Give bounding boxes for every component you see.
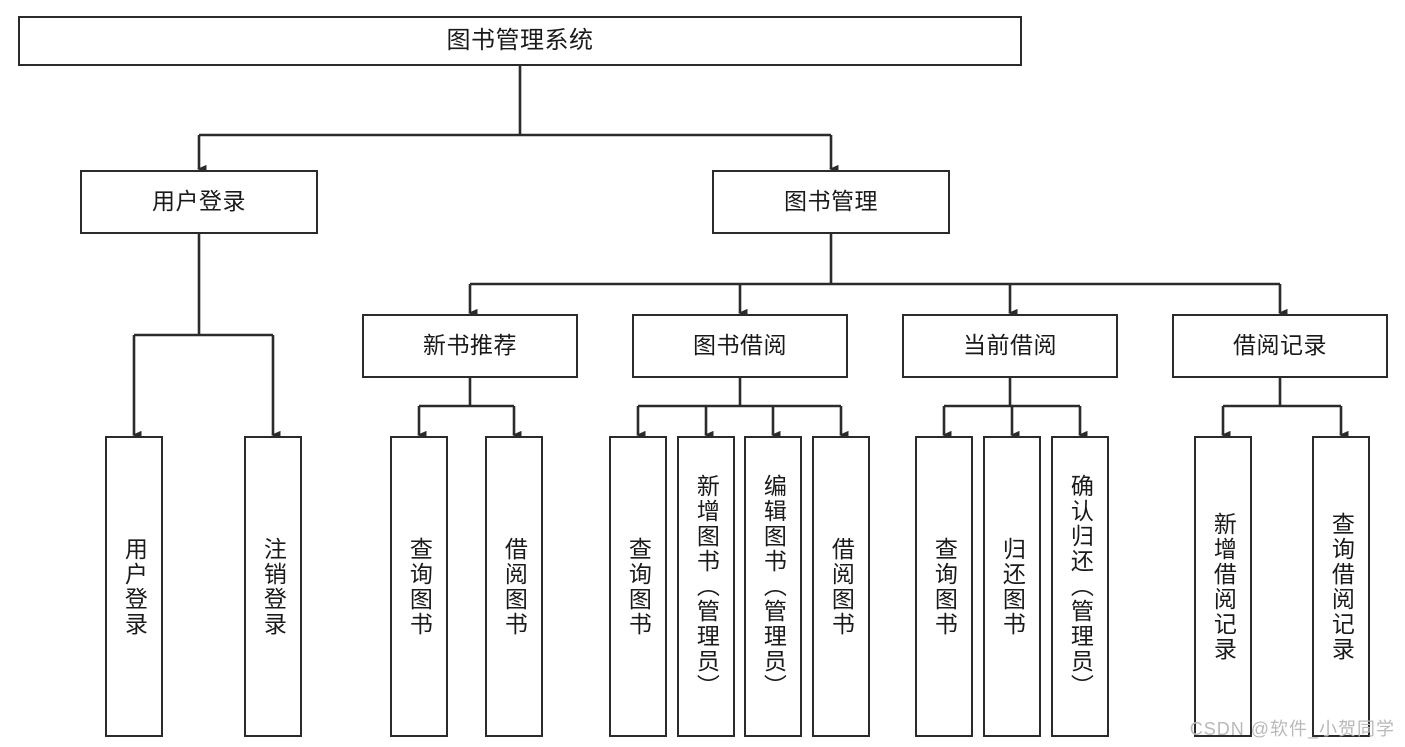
csdn-watermark: CSDN @软件_小贺同学 xyxy=(1189,719,1395,739)
node-leaf-borrow-book-2[interactable]: 借阅图书 xyxy=(812,436,870,737)
node-current-borrow[interactable]: 当前借阅 xyxy=(902,314,1118,378)
node-leaf-query-record-label: 查询借阅记录 xyxy=(1328,511,1355,662)
node-leaf-add-book[interactable]: 新增图书（管理员） xyxy=(677,436,735,737)
node-user-login-label: 用户登录 xyxy=(152,188,246,215)
node-leaf-borrow-book-1[interactable]: 借阅图书 xyxy=(485,436,543,737)
node-book-manage[interactable]: 图书管理 xyxy=(712,170,950,234)
node-root[interactable]: 图书管理系统 xyxy=(18,16,1022,66)
node-leaf-edit-book-label: 编辑图书（管理员） xyxy=(760,474,787,699)
node-leaf-add-record-label: 新增借阅记录 xyxy=(1210,511,1237,662)
node-leaf-logout[interactable]: 注销登录 xyxy=(244,436,302,737)
node-leaf-edit-book[interactable]: 编辑图书（管理员） xyxy=(744,436,802,737)
node-leaf-query-book-3-label: 查询图书 xyxy=(931,536,958,637)
node-book-manage-label: 图书管理 xyxy=(784,188,878,215)
node-leaf-query-book-1[interactable]: 查询图书 xyxy=(390,436,448,737)
node-new-book-recommend[interactable]: 新书推荐 xyxy=(362,314,578,378)
node-book-borrow[interactable]: 图书借阅 xyxy=(632,314,848,378)
node-leaf-return-book-label: 归还图书 xyxy=(999,536,1026,637)
node-leaf-query-book-2[interactable]: 查询图书 xyxy=(609,436,667,737)
node-leaf-user-login-label: 用户登录 xyxy=(121,536,148,637)
node-user-login[interactable]: 用户登录 xyxy=(80,170,318,234)
node-current-borrow-label: 当前借阅 xyxy=(963,332,1057,359)
node-leaf-confirm-return-label: 确认归还（管理员） xyxy=(1067,474,1094,699)
node-root-label: 图书管理系统 xyxy=(446,26,594,54)
node-book-borrow-label: 图书借阅 xyxy=(693,332,787,359)
node-new-book-recommend-label: 新书推荐 xyxy=(423,332,517,359)
node-leaf-confirm-return[interactable]: 确认归还（管理员） xyxy=(1051,436,1109,737)
node-leaf-query-record[interactable]: 查询借阅记录 xyxy=(1312,436,1370,737)
node-leaf-borrow-book-2-label: 借阅图书 xyxy=(828,536,855,637)
node-leaf-logout-label: 注销登录 xyxy=(260,536,287,637)
node-leaf-add-record[interactable]: 新增借阅记录 xyxy=(1194,436,1252,737)
node-borrow-record-label: 借阅记录 xyxy=(1233,332,1327,359)
node-leaf-query-book-3[interactable]: 查询图书 xyxy=(915,436,973,737)
node-leaf-borrow-book-1-label: 借阅图书 xyxy=(501,536,528,637)
node-leaf-add-book-label: 新增图书（管理员） xyxy=(693,474,720,699)
node-leaf-query-book-2-label: 查询图书 xyxy=(625,536,652,637)
node-leaf-return-book[interactable]: 归还图书 xyxy=(983,436,1041,737)
node-leaf-user-login[interactable]: 用户登录 xyxy=(105,436,163,737)
node-borrow-record[interactable]: 借阅记录 xyxy=(1172,314,1388,378)
node-leaf-query-book-1-label: 查询图书 xyxy=(406,536,433,637)
